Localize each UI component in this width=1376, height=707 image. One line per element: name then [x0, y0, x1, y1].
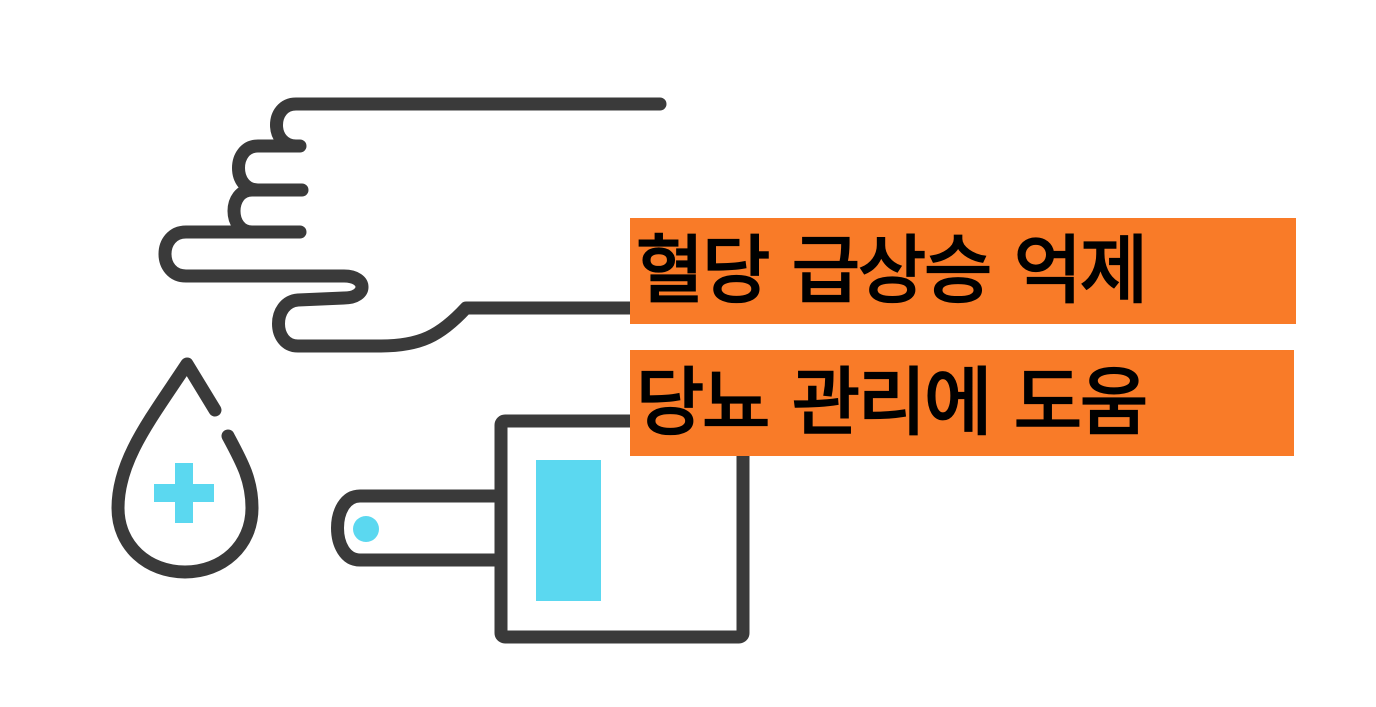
- glucose-test-strip-icon: [331, 414, 750, 644]
- caption-line-1: 혈당 급상승 억제: [630, 218, 1296, 324]
- caption-line-2: 당뇨 관리에 도움: [630, 350, 1294, 456]
- caption-line-2-text: 당뇨 관리에 도움: [636, 360, 1148, 446]
- caption-line-1-text: 혈당 급상승 억제: [636, 228, 1148, 314]
- pointing-hand-icon: [158, 97, 667, 353]
- blood-drop-plus-icon: [111, 357, 259, 579]
